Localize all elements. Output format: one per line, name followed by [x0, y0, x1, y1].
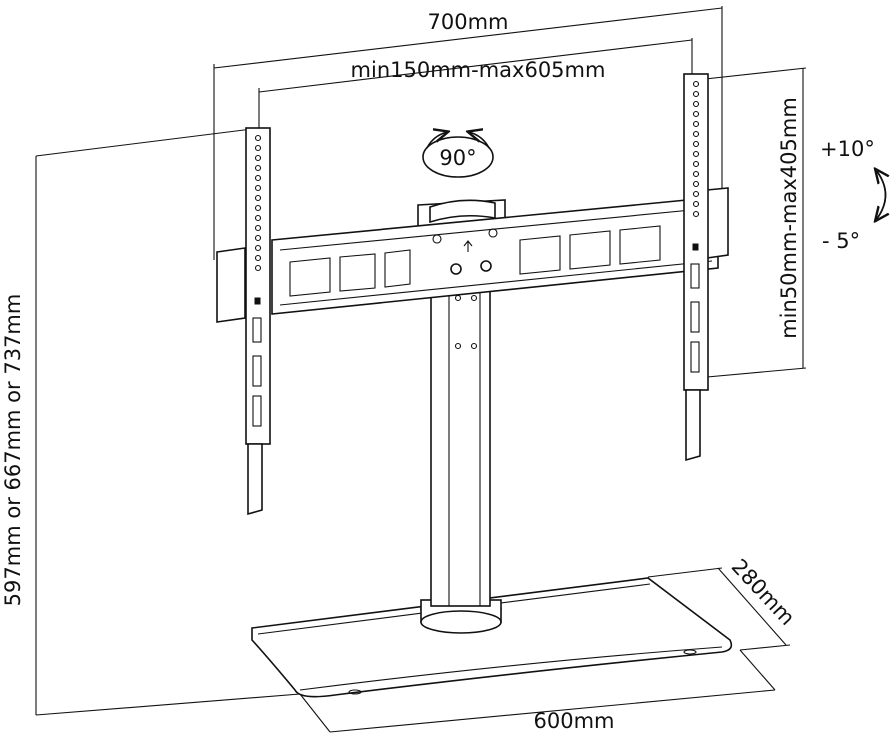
height-label: 597mm or 667mm or 737mm: [1, 294, 25, 607]
swivel-label: 90°: [439, 146, 476, 170]
bracket-rail: [271, 196, 719, 315]
dimension-overall-width: 700mm: [213, 6, 723, 260]
left-vesa-arm: [216, 127, 271, 516]
right-arm-holes: [692, 80, 700, 218]
dimension-height: 597mm or 667mm or 737mm: [1, 127, 301, 716]
overall-width-label: 700mm: [428, 10, 509, 34]
dimension-vesa-vertical: min50mm-max405mm: [695, 67, 807, 379]
tilt-down-label: - 5°: [822, 229, 860, 253]
right-vesa-arm: [683, 73, 729, 462]
vesa-horizontal-label: min150mm-max605mm: [351, 58, 606, 82]
vesa-vertical-label: min50mm-max405mm: [777, 97, 801, 339]
left-arm-holes: [254, 134, 262, 272]
dimension-vesa-horizontal: min150mm-max605mm: [258, 38, 693, 128]
column: [420, 285, 502, 634]
rail-slots: [289, 225, 661, 297]
tilt-indicator: +10° - 5°: [820, 137, 886, 253]
tilt-up-label: +10°: [820, 137, 875, 161]
base-plate: [251, 577, 733, 698]
base-width-label: 600mm: [534, 709, 615, 733]
dimension-base-width: 600mm: [299, 649, 776, 733]
swivel-indicator: 90°: [422, 132, 494, 178]
